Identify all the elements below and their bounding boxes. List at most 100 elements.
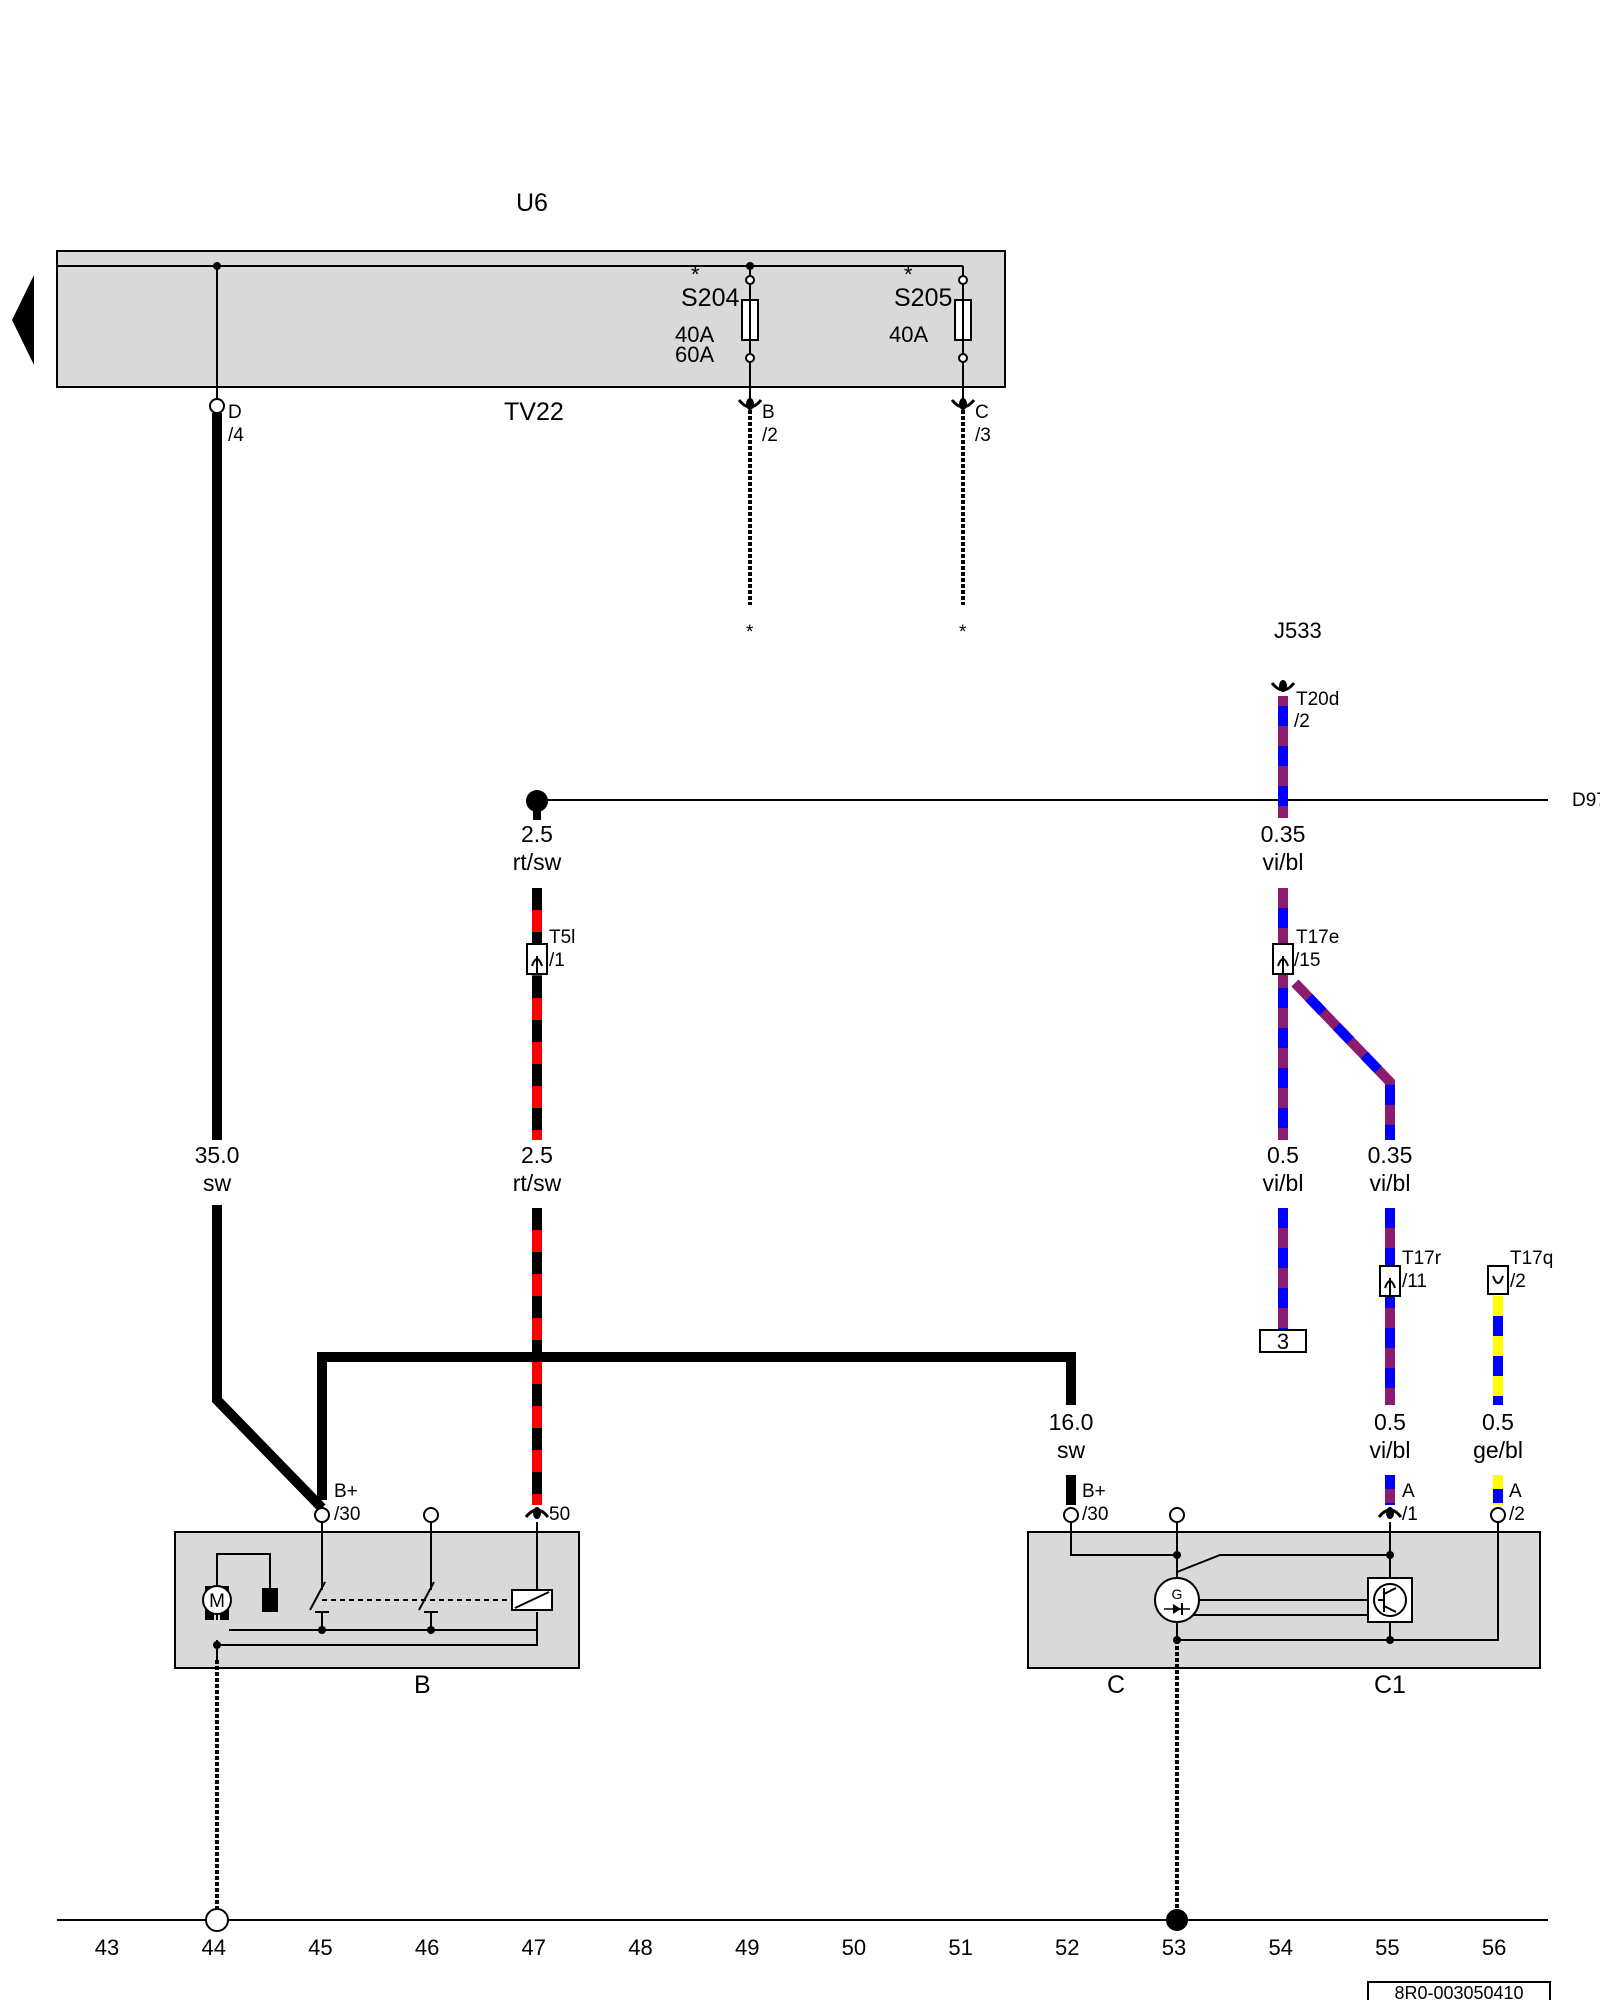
pin-label-bplus-c: B+ [1082,1481,1106,1502]
wire-vi-bl-branch [1291,979,1395,1140]
pin-label-a1: /1 [1402,1504,1418,1525]
column-ruler: 43 44 45 46 47 48 49 50 51 52 53 54 55 56 [95,1935,1507,1960]
reference-box-3-label: 3 [1277,1329,1289,1354]
star-mark: * [746,622,754,643]
pin-label-t17q-2: /2 [1510,1271,1526,1292]
ruler-number: 46 [415,1935,439,1960]
wire-color-sw: sw [203,1170,232,1196]
pin-label-d4: /4 [228,425,244,446]
wire-35-sw-lower [212,1205,326,1512]
pin-label-c30: /30 [1082,1504,1108,1525]
pin-label-a-2: A [1509,1481,1522,1502]
star-mark: * [691,262,700,287]
wire-size-0-35-b: 0.35 [1368,1142,1413,1168]
ruler-number: 55 [1375,1935,1399,1960]
wire-size-0-5-c: 0.5 [1482,1409,1514,1435]
starter-winding [262,1588,278,1612]
wire-color-vibl-b: vi/bl [1263,1170,1304,1196]
star-mark: * [959,622,967,643]
connector-t17q[interactable] [1487,1265,1509,1295]
wire-size-35: 35.0 [195,1142,240,1168]
star-mark: * [904,262,913,287]
label-c1: C1 [1374,1671,1406,1699]
rating-s205: 40A [889,322,928,347]
label-b: B [414,1671,431,1699]
pin-label-t17r: T17r [1402,1248,1442,1269]
wire-size-2-5-upper: 2.5 [521,821,553,847]
ruler-number: 52 [1055,1935,1079,1960]
ruler-number: 47 [522,1935,546,1960]
wire-size-0-5-a: 0.5 [1267,1142,1299,1168]
pin-label-50: 50 [549,1504,570,1525]
label-j533: J533 [1274,618,1322,643]
ruler-number: 43 [95,1935,119,1960]
ruler-number: 45 [308,1935,332,1960]
pin-c-unused[interactable] [1169,1507,1185,1523]
pin-label-c: C [975,402,989,423]
label-u6: U6 [516,189,548,217]
wire-size-0-5-b: 0.5 [1374,1409,1406,1435]
pin-label-t5l: T5l [549,927,575,948]
ruler-number: 48 [628,1935,652,1960]
wire-color-gebl: ge/bl [1473,1437,1523,1463]
pin-label-t20d: T20d [1296,689,1339,710]
pin-label-c3: /3 [975,425,991,446]
ruler-number: 54 [1268,1935,1292,1960]
label-c: C [1107,1671,1125,1699]
pin-a2[interactable] [1490,1507,1506,1523]
pin-label-t17r-11: /11 [1402,1271,1427,1292]
reference-code: 8R0-003050410 [1394,1983,1523,2000]
reference-code-box [1367,1981,1551,2000]
label-tv22: TV22 [504,398,564,426]
motor-label: M [209,1591,225,1612]
ruler-number: 50 [842,1935,866,1960]
page-continuation-arrow[interactable] [12,275,34,365]
ruler-number: 51 [948,1935,972,1960]
ruler-number: 49 [735,1935,759,1960]
ruler-number: 44 [201,1935,225,1960]
reference-box-3[interactable] [1259,1329,1307,1353]
pin-label-t17q: T17q [1510,1248,1553,1269]
ground-point-44[interactable] [205,1908,229,1932]
pin-c30[interactable] [1063,1507,1079,1523]
alternator-internal-wiring [1070,1522,1499,1641]
rating-s204-a: 40A [675,322,714,347]
pin-label-b30: /30 [334,1504,360,1525]
junction-node [526,790,548,812]
pin-d[interactable] [209,398,225,414]
generator-symbol [1154,1577,1200,1623]
wire-color-rtsw-upper: rt/sw [513,849,562,875]
pin-label-t17e-15: /15 [1294,950,1320,971]
pin-label-t17e: T17e [1296,927,1339,948]
ground-point-53[interactable] [1166,1909,1188,1931]
wire-16-sw [317,1352,1076,1500]
rating-s204-b: 60A [675,342,714,367]
pin-b-unused[interactable] [423,1507,439,1523]
ruler-number: 53 [1162,1935,1186,1960]
fuse-s205 [954,266,972,402]
ruler-number: 56 [1482,1935,1506,1960]
pin-label-b2: /2 [762,425,778,446]
wire-color-rtsw-lower: rt/sw [513,1170,562,1196]
pin-b30[interactable] [314,1507,330,1523]
wire-size-2-5-lower: 2.5 [521,1142,553,1168]
pin-label-a2: /2 [1509,1504,1525,1525]
pin-label-d: D [228,402,242,423]
wire-size-0-35-a: 0.35 [1261,821,1306,847]
wire-color-sw-16: sw [1057,1437,1086,1463]
pin-label-t5l-1: /1 [549,950,565,971]
label-s204: S204 [681,284,739,312]
pin-label-b: B [762,402,775,423]
wire-size-16: 16.0 [1049,1409,1094,1435]
motor-symbol [202,1585,232,1615]
generator-label: G [1172,1586,1183,1602]
wire-color-vibl-d: vi/bl [1370,1437,1411,1463]
label-s205: S205 [894,284,952,312]
pin-label-a: A [1402,1481,1415,1502]
transistor-symbol [1373,1583,1407,1617]
fuse-s204 [741,266,759,402]
wire-color-vibl-a: vi/bl [1263,849,1304,875]
pin-label-bplus: B+ [334,1481,358,1502]
wire-color-vibl-c: vi/bl [1370,1170,1411,1196]
